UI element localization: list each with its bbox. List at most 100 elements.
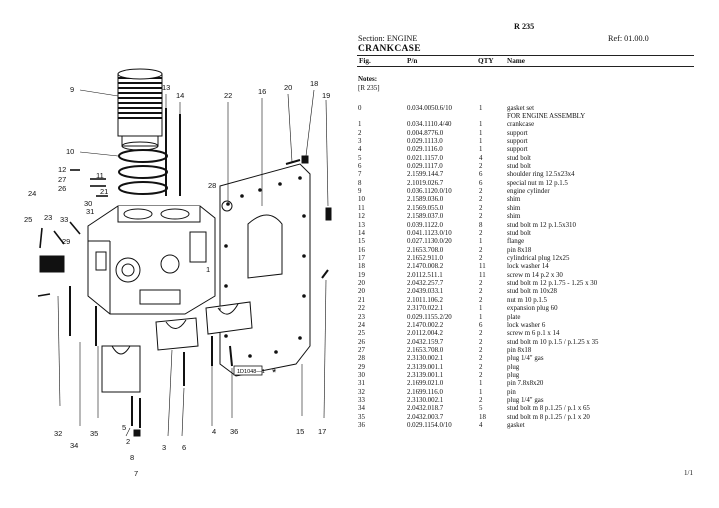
- cell-fig: 25: [358, 330, 365, 338]
- cell-name: shoulder ring 12.5x23x4: [507, 171, 575, 179]
- table-row: 9 0.036.1120.0/10 2 engine cylinder: [357, 188, 694, 196]
- cell-part-number: 2.3170.022.1: [407, 305, 444, 313]
- callout-number: 29: [62, 237, 70, 246]
- col-header-qty: QTY: [478, 57, 494, 65]
- cell-fig: 2: [358, 129, 362, 137]
- cell-part-number: 2.1589.037.0: [407, 213, 444, 221]
- cell-fig: 23: [358, 313, 365, 321]
- cell-qty: 2: [479, 254, 483, 262]
- callout-number: 15: [296, 427, 304, 436]
- cell-fig: 30: [358, 372, 365, 380]
- shim-ring-1: [118, 149, 168, 163]
- cell-fig: 36: [358, 422, 365, 430]
- header-rule-bottom: [357, 66, 694, 67]
- cell-name: plug: [507, 372, 520, 380]
- cell-fig: 1: [358, 121, 362, 129]
- cell-qty: 2: [479, 188, 483, 196]
- cell-fig: 12: [358, 213, 365, 221]
- stud-bolt-20: [285, 159, 301, 165]
- callout-number: 12: [58, 165, 66, 174]
- cell-fig: 5: [358, 154, 362, 162]
- expansion-plug: [221, 200, 233, 212]
- callout-number: 31: [86, 207, 94, 216]
- cell-qty: 1: [479, 121, 483, 129]
- cell-qty: 1: [479, 137, 483, 145]
- cell-part-number: 0.036.1120.0/10: [407, 188, 452, 196]
- lock-washer-18: [301, 155, 309, 164]
- notes-value: [R 235]: [358, 84, 380, 92]
- shim-ring-2: [118, 165, 168, 179]
- screw-19: [325, 207, 332, 221]
- cell-fig: 10: [358, 196, 365, 204]
- cell-part-number: 0.029.1113.0: [407, 137, 443, 145]
- cell-qty: 6: [479, 321, 483, 329]
- cell-name: plug 1/4" gas: [507, 355, 544, 363]
- cell-part-number: 2.1470.008.2: [407, 263, 444, 271]
- cell-fig: 19: [358, 271, 365, 279]
- cell-part-number: 2.1699.021.0: [407, 380, 444, 388]
- cell-name: pin 8x18: [507, 346, 532, 354]
- cell-fig: 14: [358, 229, 365, 237]
- cell-qty: 1: [479, 238, 483, 246]
- cell-qty: 6: [479, 179, 483, 187]
- cell-part-number: 0.004.8776.0: [407, 129, 444, 137]
- cell-name: stud bolt: [507, 229, 531, 237]
- cell-part-number: 2.1699.116.0: [407, 388, 443, 396]
- cell-name: engine cylinder: [507, 188, 550, 196]
- asterisk-mark: *: [272, 367, 277, 379]
- cell-qty: 2: [479, 296, 483, 304]
- callout-number: 3: [162, 443, 166, 452]
- callout-number: 34: [70, 441, 78, 450]
- cell-part-number: 2.1653.708.0: [407, 346, 444, 354]
- cell-qty: 1: [479, 380, 483, 388]
- cell-name: support: [507, 129, 528, 137]
- callout-number: 21: [100, 187, 108, 196]
- cell-qty: 2: [479, 196, 483, 204]
- callout-number: 7: [134, 469, 138, 478]
- cell-fig: 9: [358, 188, 362, 196]
- cell-part-number: 0.034.0050.6/10: [407, 104, 452, 112]
- cell-fig: 29: [358, 363, 365, 371]
- cell-part-number: 0.029.1116.0: [407, 146, 443, 154]
- cell-name: support: [507, 137, 528, 145]
- cell-name: stud bolt m 8 p.1.25 / p.1 x 20: [507, 413, 590, 421]
- cell-qty: 1: [479, 104, 483, 112]
- callout-number: 14: [176, 91, 184, 100]
- cell-qty: 11: [479, 271, 486, 279]
- cell-fig: 24: [358, 321, 365, 329]
- cell-name: shim: [507, 196, 521, 204]
- cell-part-number: 0.039.1122.0: [407, 221, 443, 229]
- cell-fig: 0: [358, 104, 362, 112]
- cell-name: stud bolt m 10x28: [507, 288, 557, 296]
- cell-fig: 15: [358, 238, 365, 246]
- callout-number: 13: [162, 83, 170, 92]
- cell-fig: 8: [358, 179, 362, 187]
- cell-name: shim: [507, 213, 521, 221]
- cell-name: pin 7.8x8x20: [507, 380, 544, 388]
- cell-qty: 1: [479, 305, 483, 313]
- cell-qty: 4: [479, 154, 483, 162]
- support-studs: [69, 286, 233, 428]
- cell-name: expansion plug 60: [507, 305, 558, 313]
- callout-leaders: [57, 89, 329, 437]
- cell-part-number: 2.0439.033.1: [407, 288, 444, 296]
- cell-fig: 3: [358, 137, 362, 145]
- cell-part-number: 2.0112.511.1: [407, 271, 443, 279]
- cell-part-number: 2.0432.018.7: [407, 405, 444, 413]
- callout-number: 11: [96, 171, 104, 180]
- cell-part-number: 2.0432.159.7: [407, 338, 444, 346]
